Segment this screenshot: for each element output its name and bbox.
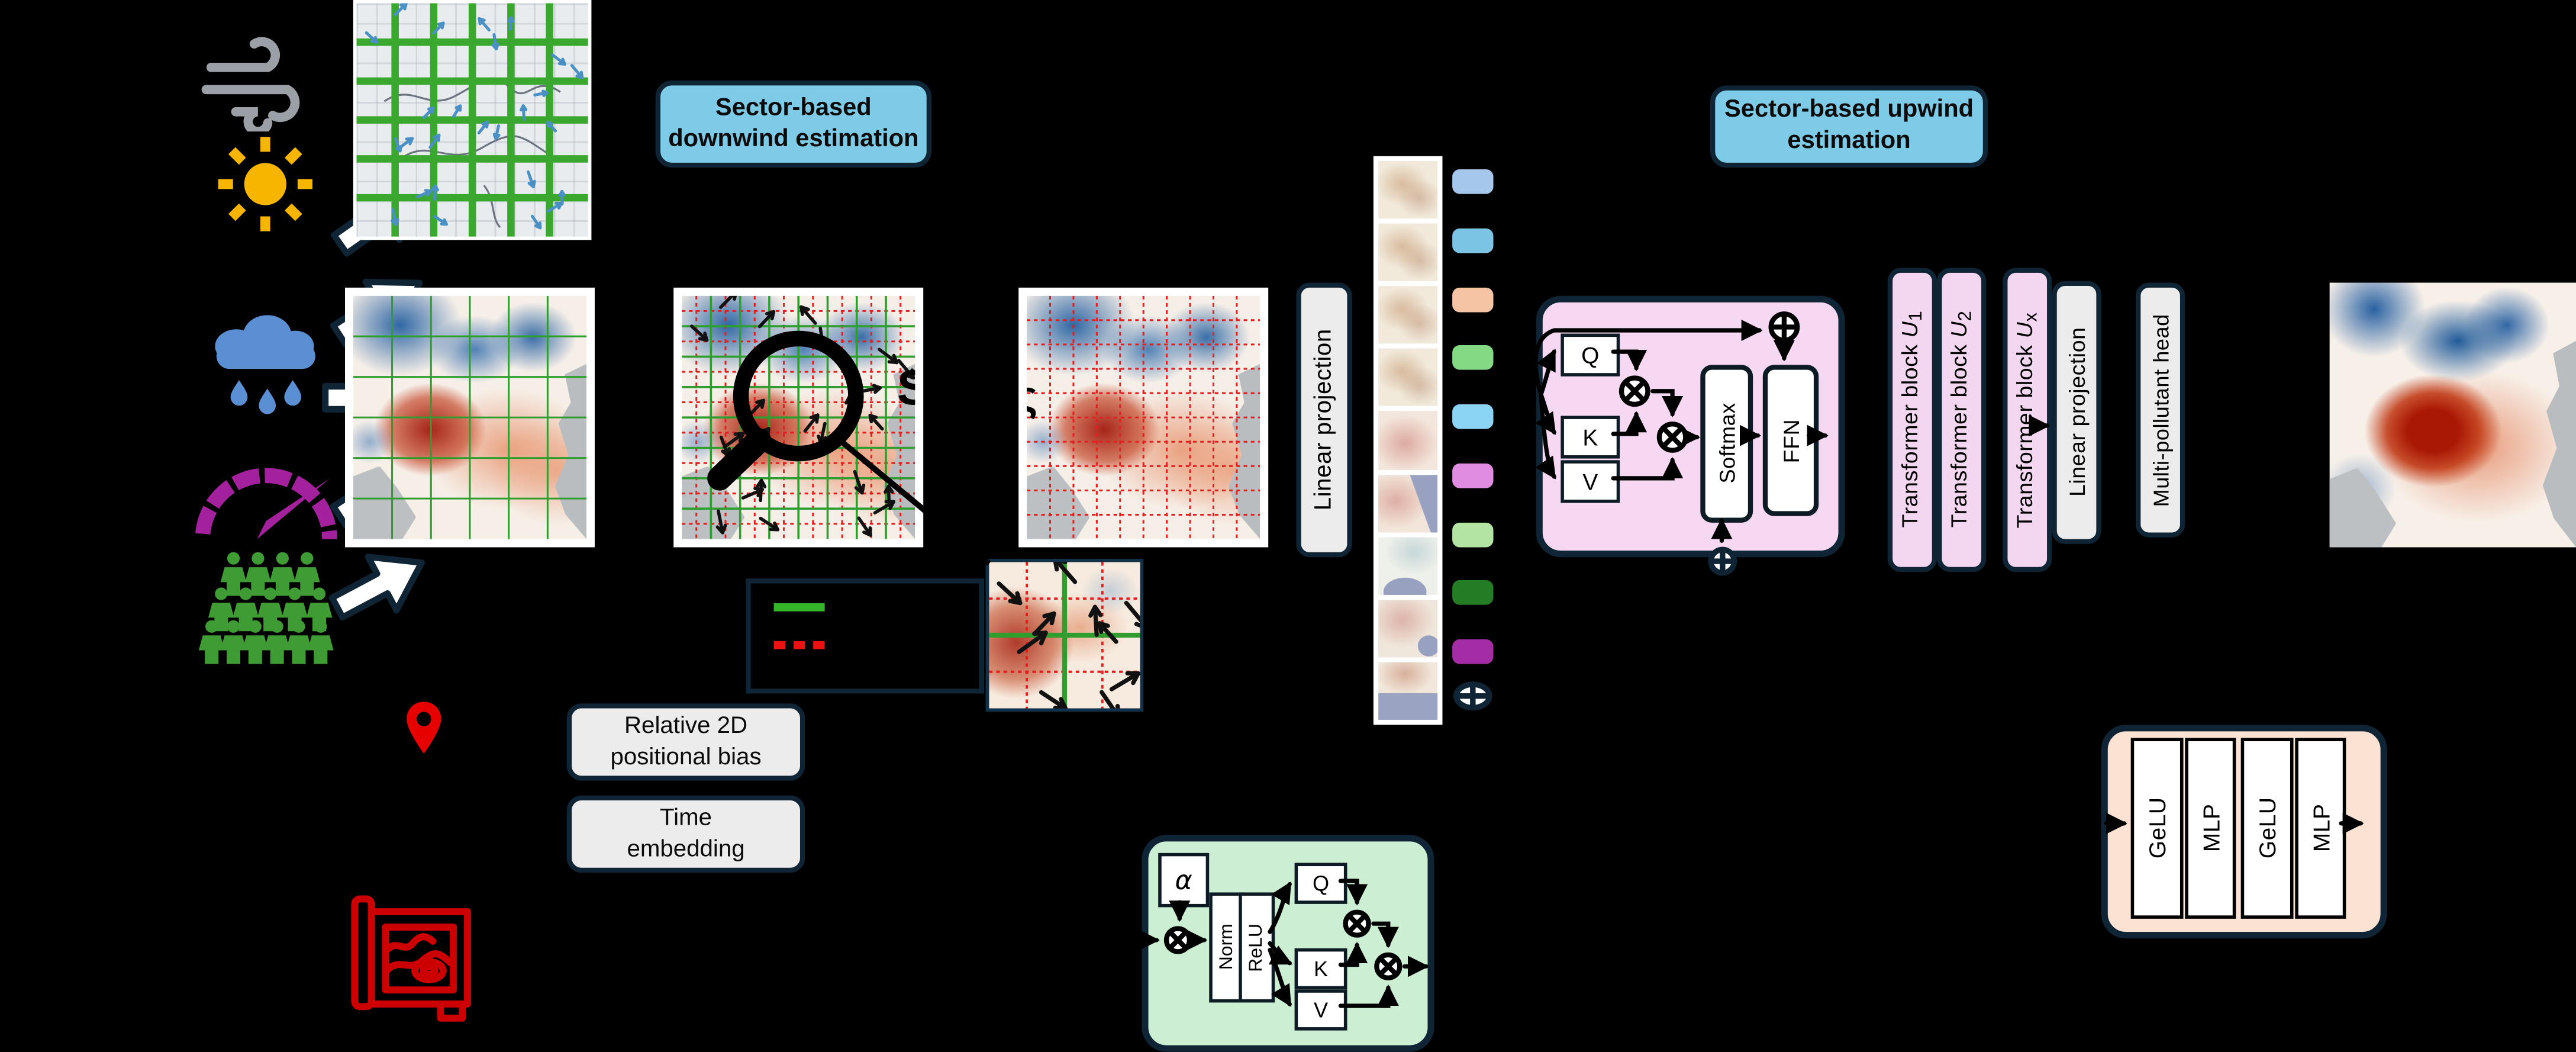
downwind-sector-map: S: [673, 288, 923, 548]
linear-projection-2-label: Linear projection: [2064, 328, 2089, 498]
ffn-pill: FFN: [1763, 365, 1819, 516]
gated-qk-multiply-node: [1340, 907, 1374, 940]
patch-thumb-9: [1378, 662, 1437, 719]
transformer-block-ux-label: Transformer block Ux: [2013, 312, 2042, 528]
linear-projection-pill-1: Linear projection: [1296, 282, 1352, 557]
multi-pollutant-head-label: Multi-pollutant head: [2148, 314, 2173, 507]
upwind-label-line1: Sector-based upwind: [1724, 96, 1974, 127]
patch-token-chip-9: [1452, 639, 1493, 664]
gated-q-label: Q: [1313, 871, 1329, 896]
gauge-icon: [191, 453, 341, 549]
k-label: K: [1582, 424, 1598, 450]
patch-thumb-1: [1378, 161, 1437, 218]
patch-thumb-2: [1378, 224, 1437, 281]
time-embedding-line1: Time: [660, 803, 712, 834]
patch-token-chip-6: [1452, 463, 1493, 488]
downwind-label-line1: Sector-based: [715, 94, 872, 124]
gelu-box-2: GeLU: [2241, 738, 2294, 918]
downwind-label-line2: downwind estimation: [668, 124, 918, 155]
norm-label: Norm: [1217, 924, 1237, 970]
wind-sector-map: [353, 0, 592, 240]
patch-token-chip-3: [1452, 287, 1493, 311]
transformer-block-u2-label: Transformer block U2: [1947, 311, 1976, 529]
gated-v-label: V: [1314, 998, 1328, 1022]
gelu-2-label: GeLU: [2254, 797, 2280, 859]
population-icon: [194, 552, 338, 664]
patch-thumb-7: [1378, 537, 1437, 594]
v-label: V: [1582, 468, 1598, 494]
patch-thumb-4: [1378, 349, 1437, 406]
k-box: K: [1561, 416, 1620, 458]
alpha-label: α: [1175, 864, 1192, 896]
gated-v-multiply-node: [1372, 950, 1405, 983]
bias-add-node: [1705, 544, 1740, 578]
gated-k-label: K: [1314, 957, 1328, 982]
multi-pollutant-head-pill: Multi-pollutant head: [2136, 282, 2185, 537]
upwind-estimation-label: Sector-based upwind estimation: [1710, 85, 1988, 168]
patch-thumb-6: [1378, 474, 1437, 532]
legend-green-line: [774, 603, 825, 610]
ffn-label: FFN: [1778, 419, 1803, 463]
transformer-block-u2: Transformer block U2: [1937, 268, 1986, 572]
relu-box: ReLU: [1239, 892, 1275, 1002]
patch-token-chip-5: [1452, 404, 1493, 429]
gated-q-box: Q: [1295, 863, 1347, 903]
patch-thumb-5: [1378, 411, 1437, 469]
rain-icon: [194, 309, 336, 417]
relu-label: ReLU: [1247, 924, 1266, 972]
linear-projection-1-label: Linear projection: [1311, 329, 1337, 511]
gated-v-box: V: [1295, 989, 1347, 1030]
upwind-label-line2: estimation: [1787, 127, 1910, 157]
softmax-pill: Softmax: [1700, 365, 1753, 523]
location-pin-icon: [404, 700, 444, 756]
patch-thumb-3: [1378, 287, 1437, 344]
patched-heatmap: ς: [1018, 288, 1268, 548]
mlp-2-label: MLP: [2307, 804, 2333, 852]
gelu-box-1: GeLU: [2131, 738, 2184, 918]
patch-thumb-8: [1378, 600, 1437, 657]
transformer-block-u1-label: Transformer block U1: [1898, 311, 1927, 529]
q-label: Q: [1581, 342, 1599, 368]
softmax-label: Softmax: [1714, 403, 1739, 484]
time-embedding-label: Time embedding: [567, 796, 805, 873]
legend-box: [746, 578, 984, 693]
attn-v-multiply-node: [1655, 419, 1691, 455]
sun-icon: [204, 128, 332, 240]
linear-projection-pill-2: Linear projection: [2052, 281, 2101, 544]
wind-icon: [194, 33, 332, 132]
downwind-estimation-label: Sector-based downwind estimation: [656, 81, 931, 168]
alpha-gate-multiply-node: [1162, 924, 1195, 957]
q-box: Q: [1561, 334, 1620, 377]
relative-bias-line1: Relative 2D: [624, 711, 747, 742]
gelu-1-label: GeLU: [2144, 797, 2170, 859]
topography-map-icon: [349, 891, 477, 1029]
legend-red-dashed-line: [774, 641, 825, 649]
time-embedding-line2: embedding: [627, 834, 744, 865]
zoom-inset-map: [986, 559, 1144, 712]
output-heatmap: [2330, 282, 2576, 547]
v-box: V: [1561, 460, 1620, 503]
embedding-add-node: [1450, 679, 1495, 713]
mlp-1-label: MLP: [2197, 804, 2223, 852]
token-chip-column: [1452, 169, 1493, 664]
mlp-box-1: MLP: [2185, 738, 2236, 918]
patch-token-chip-7: [1452, 522, 1493, 546]
input-heatmap: [345, 288, 595, 548]
patch-token-chip-2: [1452, 228, 1493, 253]
transformer-block-ux: Transformer block Ux: [2003, 268, 2052, 572]
patch-token-chip-1: [1452, 169, 1493, 194]
patch-token-chip-8: [1452, 581, 1493, 606]
relative-bias-line2: positional bias: [610, 742, 761, 773]
gated-k-box: K: [1295, 948, 1347, 989]
patch-token-chip-4: [1452, 346, 1493, 371]
mlp-box-2: MLP: [2295, 738, 2346, 918]
alpha-box: α: [1158, 853, 1209, 908]
qk-multiply-node: [1617, 373, 1653, 409]
relative-bias-label: Relative 2D positional bias: [567, 703, 805, 780]
residual-add-node: [1766, 309, 1802, 345]
transformer-block-u1: Transformer block U1: [1888, 268, 1937, 572]
patch-strip: [1374, 156, 1443, 725]
